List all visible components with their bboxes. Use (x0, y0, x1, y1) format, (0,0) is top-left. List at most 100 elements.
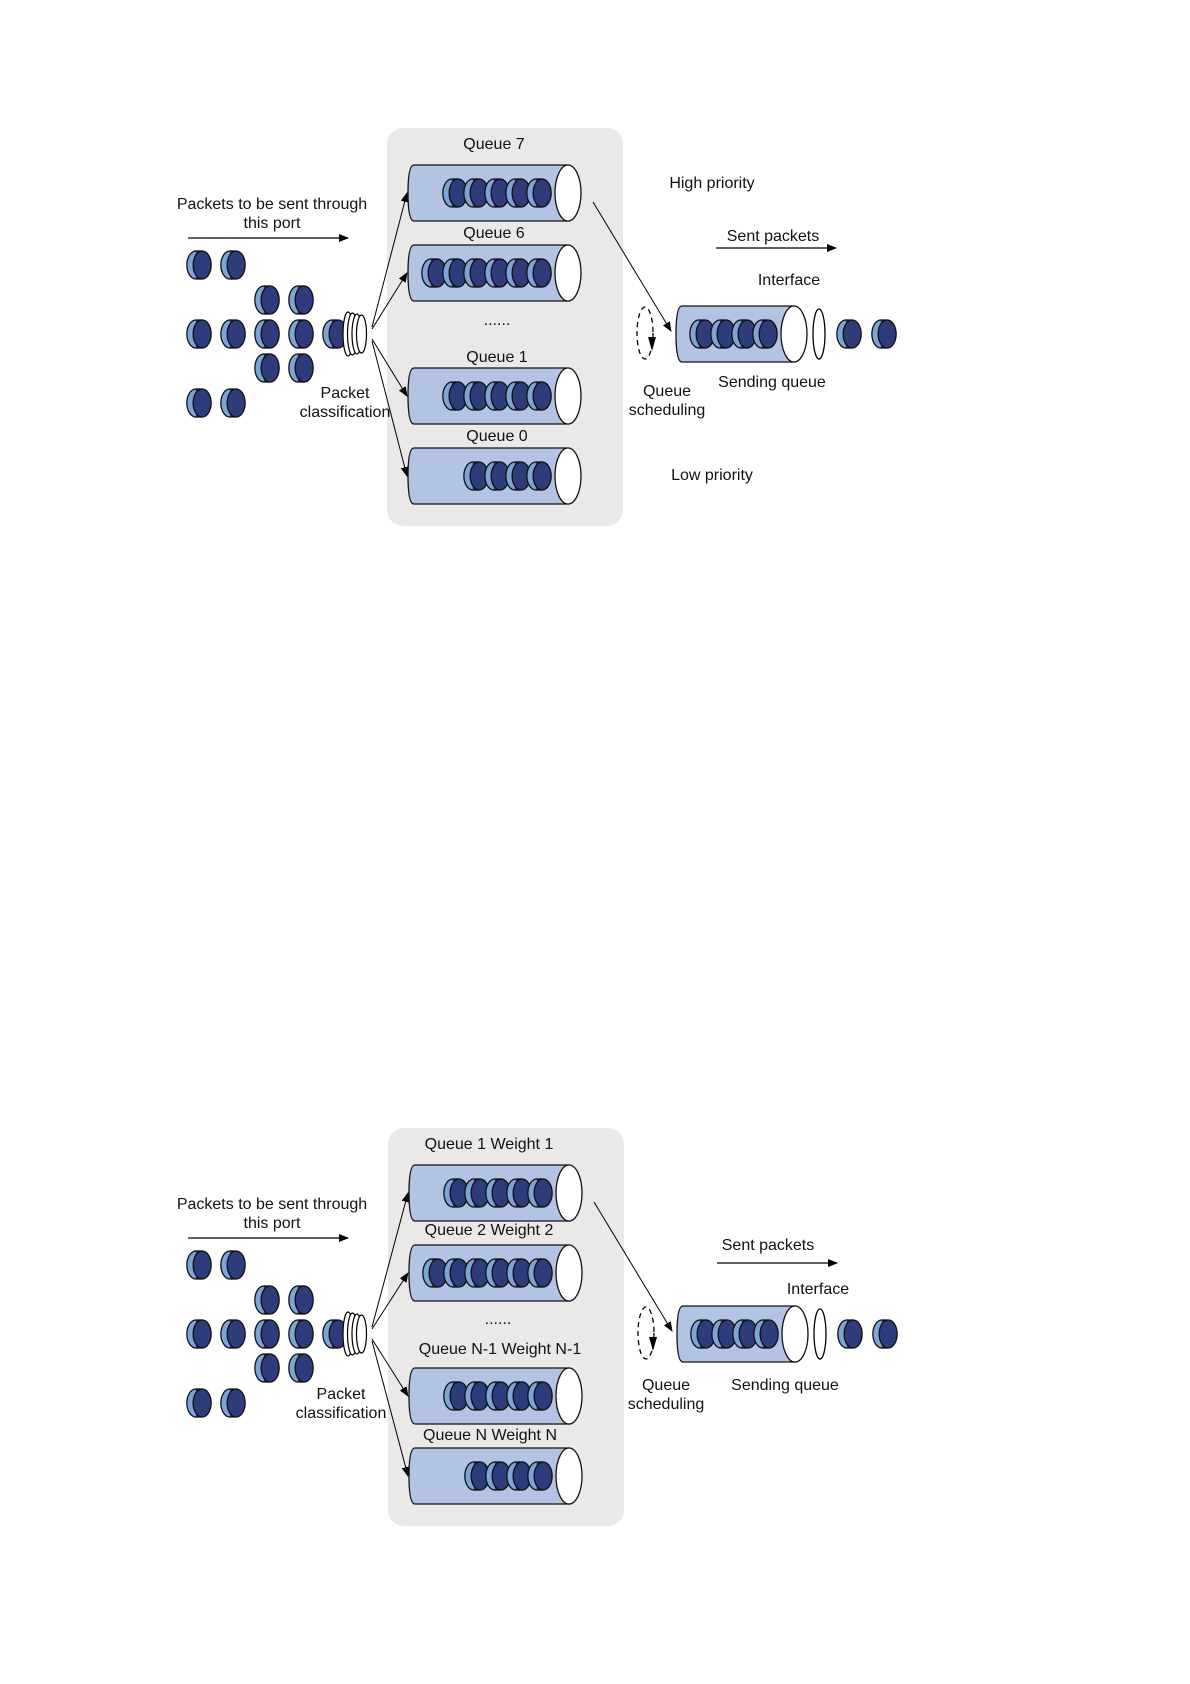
interface-label: Interface (787, 1281, 849, 1298)
queue-panel (387, 128, 623, 526)
packet-icon (422, 1258, 448, 1288)
packet-icon (220, 1319, 246, 1349)
tube-opening (555, 1447, 583, 1505)
queue-label: Queue 6 (463, 225, 524, 242)
queue-tube (408, 1164, 583, 1222)
scheduler-rotate-icon (637, 1306, 657, 1360)
packet-icon (689, 319, 715, 349)
classify-arrow-queue-n-1 (371, 1338, 409, 1397)
classifier-label-line2: classification (296, 1405, 387, 1422)
classify-arrow-queue-0 (371, 340, 409, 477)
packet-icon (443, 1178, 469, 1208)
packet-icon (484, 258, 510, 288)
outgoing-packets (837, 1319, 898, 1349)
packet-icon (288, 285, 314, 315)
packet-icon (506, 1178, 532, 1208)
classify-arrow-queue-1 (371, 338, 408, 397)
packet-icon (731, 319, 757, 349)
classify-arrow-queue-n (371, 1340, 410, 1477)
sent-packets-label: Sent packets (722, 1237, 815, 1254)
packet-icon (871, 319, 897, 349)
outgoing-packets (836, 319, 897, 349)
packet-icon (464, 1178, 490, 1208)
queue-tube (407, 164, 582, 222)
packet-icon (484, 178, 510, 208)
packet-icon (485, 1178, 511, 1208)
packet-icon (464, 1381, 490, 1411)
packet-icon (464, 1461, 490, 1491)
scheduler-label-line1: Queue (643, 383, 691, 400)
packet-icon (527, 1381, 553, 1411)
diagram-canvas: Packets to be sent through this port Pac… (177, 1128, 898, 1526)
strict-priority-diagram: Packets to be sent through this port Pac… (0, 115, 1190, 555)
queue-tube (407, 367, 582, 425)
packet-icon (186, 1250, 212, 1280)
packet-icon (442, 381, 468, 411)
interface-label: Interface (758, 272, 820, 289)
incoming-packets (186, 1250, 348, 1418)
packet-icon (690, 1319, 716, 1349)
low-priority-label: Low priority (671, 467, 753, 484)
queue-label: Queue 0 (466, 428, 527, 445)
packet-icon (837, 1319, 863, 1349)
scheduler-label-line2: scheduling (629, 402, 706, 419)
packet-icon (526, 381, 552, 411)
weighted-queue-diagram: Packets to be sent through this port Pac… (0, 1115, 1190, 1555)
input-label-line2: this port (244, 215, 301, 232)
packet-icon (464, 1258, 490, 1288)
packet-icon (442, 178, 468, 208)
packet-icon (872, 1319, 898, 1349)
classify-arrow-queue-6 (371, 272, 408, 330)
packet-icon (288, 319, 314, 349)
packet-icon (443, 1381, 469, 1411)
packet-icon (288, 1319, 314, 1349)
packet-icon (526, 258, 552, 288)
packet-icon (463, 258, 489, 288)
sending-queue-tube (675, 305, 808, 363)
packet-icon (254, 285, 280, 315)
tube-opening (554, 244, 582, 302)
packet-icon (505, 461, 531, 491)
classify-arrow-queue-1 (371, 1192, 410, 1328)
queue-tube (407, 244, 582, 302)
packet-icon (505, 178, 531, 208)
classifier-icon (342, 311, 368, 357)
queue-label: Queue 1 Weight 1 (425, 1136, 554, 1153)
packet-icon (254, 1353, 280, 1383)
packet-icon (526, 178, 552, 208)
packet-icon (710, 319, 736, 349)
interface-ring (813, 1308, 827, 1360)
sending-queue-label: Sending queue (718, 374, 826, 391)
input-label-line2: this port (244, 1215, 301, 1232)
packet-icon (505, 258, 531, 288)
queue-label: Queue 1 (466, 349, 527, 366)
queue-label: Queue 7 (463, 136, 524, 153)
packet-icon (527, 1258, 553, 1288)
packet-icon (254, 319, 280, 349)
queues-ellipsis: ...... (484, 312, 511, 329)
packet-icon (254, 1285, 280, 1315)
scheduler-label-line1: Queue (642, 1377, 690, 1394)
queue-label: Queue 2 Weight 2 (425, 1222, 554, 1239)
packet-icon (506, 1258, 532, 1288)
packet-icon (288, 1285, 314, 1315)
packet-icon (220, 388, 246, 418)
input-label-line1: Packets to be sent through (177, 196, 367, 213)
classifier-label-line1: Packet (317, 1386, 366, 1403)
packet-icon (752, 319, 778, 349)
packet-icon (186, 388, 212, 418)
packet-icon (443, 1258, 469, 1288)
packet-icon (186, 250, 212, 280)
queue-tube (408, 1367, 583, 1425)
queue-tube (407, 447, 582, 505)
queue-label: Queue N-1 Weight N-1 (419, 1341, 582, 1358)
classify-arrow-queue-2 (371, 1272, 409, 1330)
packet-icon (711, 1319, 737, 1349)
tube-opening (554, 447, 582, 505)
packet-icon (484, 381, 510, 411)
packet-icon (506, 1381, 532, 1411)
tube-opening (555, 1164, 583, 1222)
packet-icon (526, 461, 552, 491)
classifier-label-line2: classification (300, 404, 391, 421)
packet-icon (527, 1461, 553, 1491)
